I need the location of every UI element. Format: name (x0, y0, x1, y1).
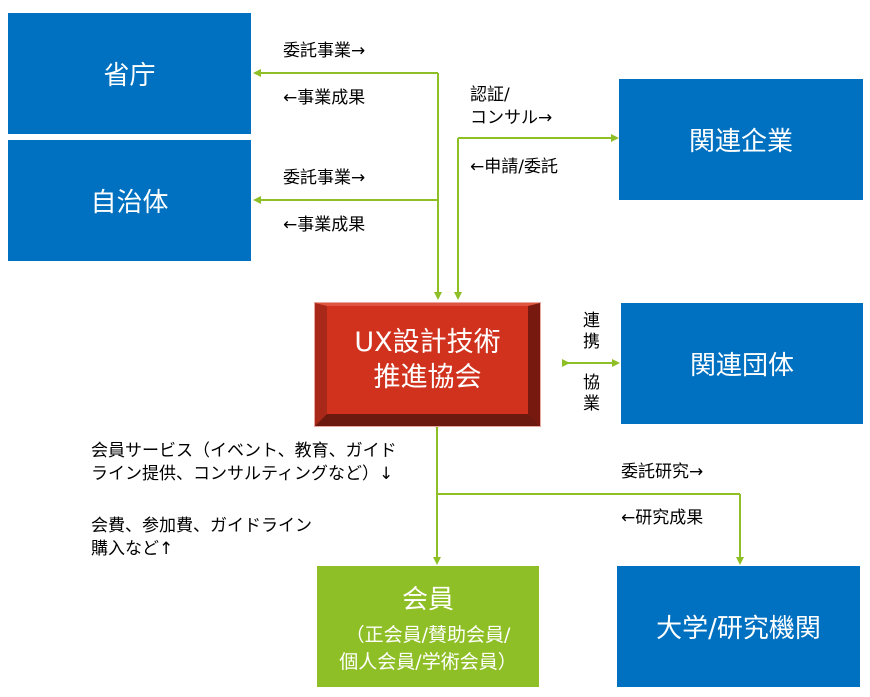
municipality-label: 自治体 (90, 188, 169, 218)
members-title: 会員 (401, 585, 454, 615)
research-out-label: 委託研究→ (621, 462, 704, 482)
members-sub-line2: 個人会員/学術会員） (339, 651, 517, 673)
company-out-label: 認証/ コンサル→ (470, 84, 552, 130)
members-box: 会員 （正会員/賛助会員/ 個人会員/学術会員） (317, 566, 539, 687)
municipality-box: 自治体 (8, 140, 251, 261)
municipality-in-label: ←事業成果 (283, 215, 366, 235)
company-out-line1: 認証/ (470, 85, 510, 105)
member-service-line1: 会員サービス（イベント、教育、ガイド (91, 441, 397, 461)
org-top-char2: 携 (583, 332, 600, 353)
municipality-out-label: 委託事業→ (283, 168, 366, 188)
company-in-label: ←申請/委託 (470, 157, 558, 177)
related-companies-box: 関連企業 (619, 79, 863, 200)
org-bottom-char1: 協 (583, 373, 600, 393)
org-bottom-char2: 業 (583, 394, 600, 415)
member-fees-line1: 会費、参加費、ガイドライン (91, 516, 312, 536)
org-top-label: 連 携 (583, 311, 600, 354)
research-in-label: ←研究成果 (621, 508, 704, 528)
related-orgs-box: 関連団体 (621, 303, 863, 424)
university-box: 大学/研究機関 (617, 566, 860, 687)
ministry-out-label: 委託事業→ (283, 41, 366, 61)
member-fees-label: 会費、参加費、ガイドライン 購入など↑ (91, 515, 312, 561)
related-companies-label: 関連企業 (688, 127, 793, 157)
ministry-label: 省庁 (103, 61, 156, 91)
org-bottom-label: 協 業 (583, 373, 600, 416)
members-sub-line1: （正会員/賛助会員/ (345, 624, 511, 646)
member-service-label: 会員サービス（イベント、教育、ガイド ライン提供、コンサルティングなど）↓ (91, 440, 397, 486)
member-service-line2: ライン提供、コンサルティングなど）↓ (91, 463, 394, 484)
center-label-line1: UX設計技術 (354, 326, 501, 358)
related-orgs-label: 関連団体 (689, 351, 794, 381)
ministry-in-label: ←事業成果 (283, 88, 366, 108)
org-top-char1: 連 (583, 311, 600, 331)
center-label-line2: 推進協会 (373, 362, 482, 393)
university-label: 大学/研究機関 (656, 614, 821, 644)
company-out-line2: コンサル→ (470, 107, 553, 128)
ministry-box: 省庁 (8, 13, 251, 134)
center-association-box: UX設計技術 推進協会 (315, 303, 540, 426)
member-fees-line2: 購入など↑ (91, 538, 174, 559)
